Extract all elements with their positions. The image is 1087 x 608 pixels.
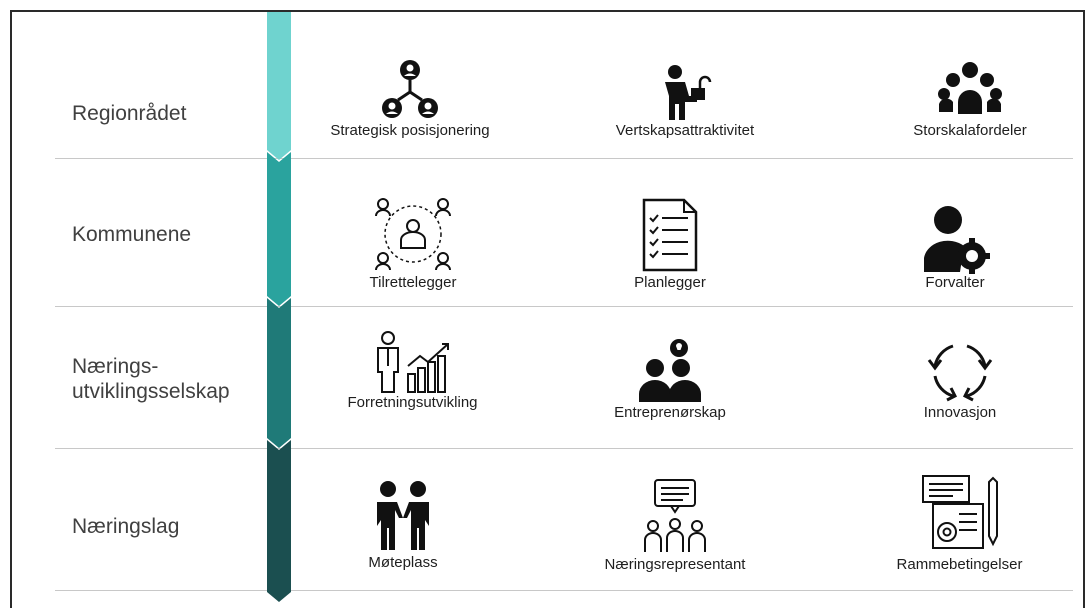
handshake-icon — [377, 481, 429, 550]
item-label: Vertskapsattraktivitet — [615, 122, 755, 139]
item-tilrettelegger: Tilrettelegger — [313, 194, 513, 291]
people-idea-icon — [639, 339, 701, 402]
row-label-regionradet: Regionrådet — [72, 102, 187, 125]
item-naeringsrepresentant: Næringsrepresentant — [580, 476, 770, 573]
row-divider — [55, 306, 1073, 307]
item-strategisk-posisjonering: Strategisk posisjonering — [310, 58, 510, 139]
row-label-naeringsutviklingsselskap: Nærings- utviklingsselskap — [72, 354, 230, 404]
item-label: Rammebetingelser — [896, 556, 1023, 573]
chevron-level-1 — [267, 12, 291, 160]
row-label-line: utviklingsselskap — [72, 380, 230, 403]
chevron-level-3 — [267, 298, 291, 448]
item-label: Møteplass — [368, 554, 438, 571]
item-label: Næringsrepresentant — [604, 556, 746, 573]
item-forretningsutvikling: Forretningsutvikling — [320, 330, 505, 411]
item-forvalter: Forvalter — [885, 204, 1025, 291]
checklist-icon — [642, 198, 698, 272]
item-vertskapsattraktivitet: Vertskapsattraktivitet — [590, 58, 780, 139]
blueprint-gear-icon — [921, 475, 998, 549]
item-rammebetingelser: Rammebetingelser — [882, 474, 1037, 573]
item-label: Planlegger — [634, 274, 706, 291]
item-label: Forretningsutvikling — [347, 394, 478, 411]
row-divider — [55, 158, 1073, 159]
item-label: Entreprenørskap — [614, 404, 726, 421]
item-moteplass: Møteplass — [343, 480, 463, 571]
item-innovasjon: Innovasjon — [890, 338, 1030, 421]
item-label: Forvalter — [925, 274, 985, 291]
facilitator-icon — [375, 198, 451, 271]
chevron-level-2 — [267, 152, 291, 306]
item-label: Storskalafordeler — [913, 122, 1027, 139]
representatives-speech-icon — [644, 479, 706, 552]
businessman-chart-icon — [376, 331, 449, 393]
row-divider — [55, 448, 1073, 449]
item-label: Strategisk posisjonering — [330, 122, 490, 139]
cycle-arrows-icon — [927, 344, 993, 402]
item-label: Innovasjon — [923, 404, 997, 421]
chevron-level-4 — [267, 440, 291, 602]
item-entreprenorskap: Entreprenørskap — [590, 338, 750, 421]
user-gear-icon — [924, 206, 990, 274]
group-icon — [938, 62, 1002, 114]
item-planlegger: Planlegger — [575, 196, 765, 291]
item-storskalafordeler: Storskalafordeler — [885, 58, 1055, 139]
row-label-naeringslag: Næringslag — [72, 515, 180, 538]
host-unlock-icon — [665, 65, 712, 120]
row-label-kommunene: Kommunene — [72, 223, 192, 246]
row-label-line: Nærings- — [72, 355, 159, 378]
network-people-icon — [382, 60, 438, 118]
row-divider — [55, 590, 1073, 591]
level-chevron-bar — [267, 12, 291, 602]
diagram-frame — [10, 10, 1085, 608]
item-label: Tilrettelegger — [369, 274, 457, 291]
